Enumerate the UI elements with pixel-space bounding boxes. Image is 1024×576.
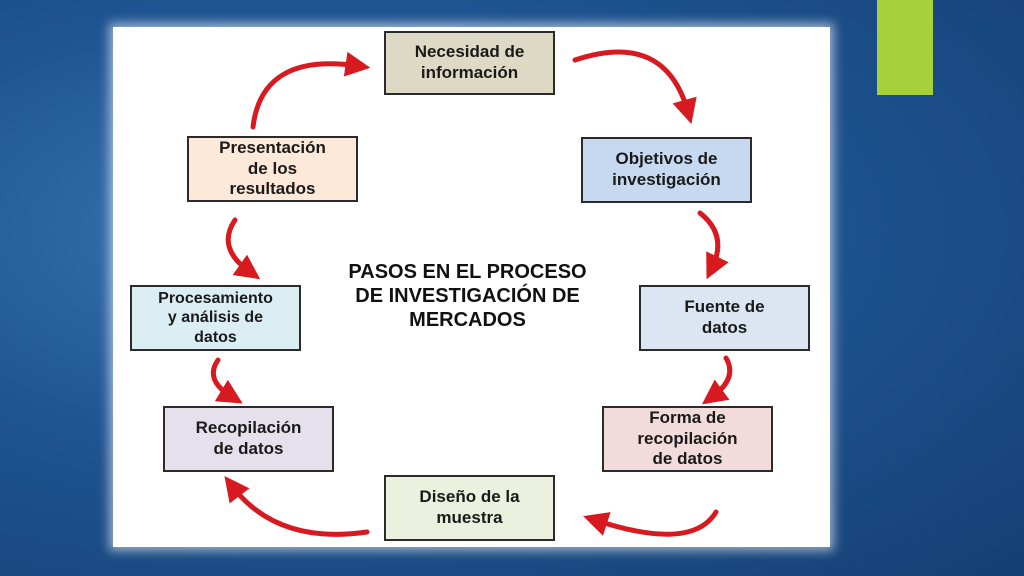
- step-procesamiento-y-analisis: Procesamiento y análisis de datos: [130, 285, 301, 351]
- accent-bar: [877, 0, 933, 95]
- step-fuente-de-datos: Fuente de datos: [639, 285, 810, 351]
- arrow-4: [583, 509, 719, 537]
- arrow-5: [224, 476, 370, 537]
- arrow-2: [697, 210, 729, 280]
- step-necesidad-de-informacion: Necesidad de información: [384, 31, 555, 95]
- arrow-3: [701, 355, 733, 405]
- arrow-7: [225, 217, 261, 280]
- arrow-1: [572, 49, 697, 125]
- step-recopilacion-de-datos: Recopilación de datos: [163, 406, 334, 472]
- diagram-title: PASOS EN EL PROCESO DE INVESTIGACIÓN DE …: [348, 261, 587, 331]
- step-forma-de-recopilacion: Forma de recopilación de datos: [602, 406, 773, 472]
- arrow-6: [210, 357, 243, 404]
- step-diseno-de-la-muestra: Diseño de la muestra: [384, 475, 555, 541]
- step-objetivos-de-investigacion: Objetivos de investigación: [581, 137, 752, 203]
- step-presentacion-de-resultados: Presentación de los resultados: [187, 136, 358, 202]
- arrow-8: [250, 51, 371, 130]
